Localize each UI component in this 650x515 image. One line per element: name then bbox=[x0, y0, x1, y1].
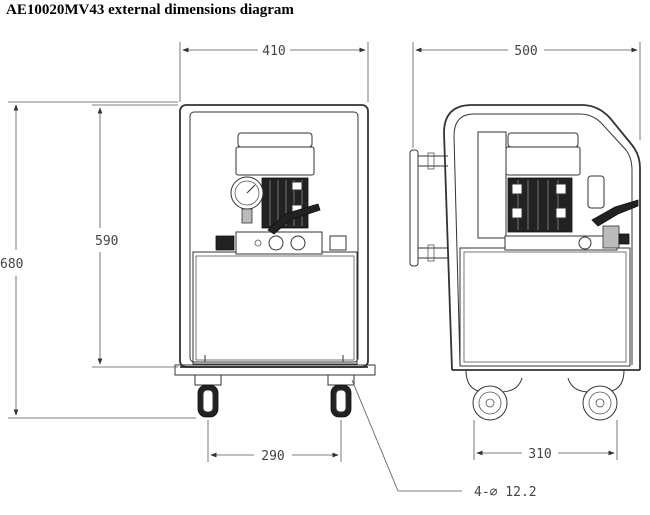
side-cover-box bbox=[477, 131, 507, 239]
side-push-handle bbox=[409, 149, 448, 267]
front-frame bbox=[174, 104, 376, 376]
front-width-label: 410 bbox=[262, 44, 285, 59]
front-valve-block bbox=[215, 203, 347, 255]
front-total-height-label: 680 bbox=[0, 257, 23, 272]
front-view bbox=[174, 104, 376, 418]
front-inner-height-label: 590 bbox=[95, 234, 118, 249]
page-title: AE10020MV43 external dimensions diagram bbox=[6, 2, 294, 18]
front-wheelbase-label: 290 bbox=[261, 449, 284, 464]
side-oil-tank bbox=[459, 247, 631, 367]
side-dimensions: 500 310 bbox=[412, 42, 641, 462]
side-frame bbox=[443, 104, 641, 371]
front-dimensions: 410 590 680 290 4-∅ 12.2 bbox=[0, 42, 537, 500]
front-casters bbox=[194, 374, 355, 418]
front-pressure-gauge bbox=[230, 176, 264, 224]
side-casters bbox=[465, 369, 625, 421]
side-motor bbox=[505, 132, 581, 233]
side-depth-label: 500 bbox=[514, 44, 537, 59]
side-wheelbase-label: 310 bbox=[528, 447, 551, 462]
side-view bbox=[409, 104, 641, 421]
hole-callout-label: 4-∅ 12.2 bbox=[474, 485, 537, 500]
side-valve-assembly bbox=[504, 175, 639, 251]
front-oil-tank bbox=[192, 251, 358, 365]
